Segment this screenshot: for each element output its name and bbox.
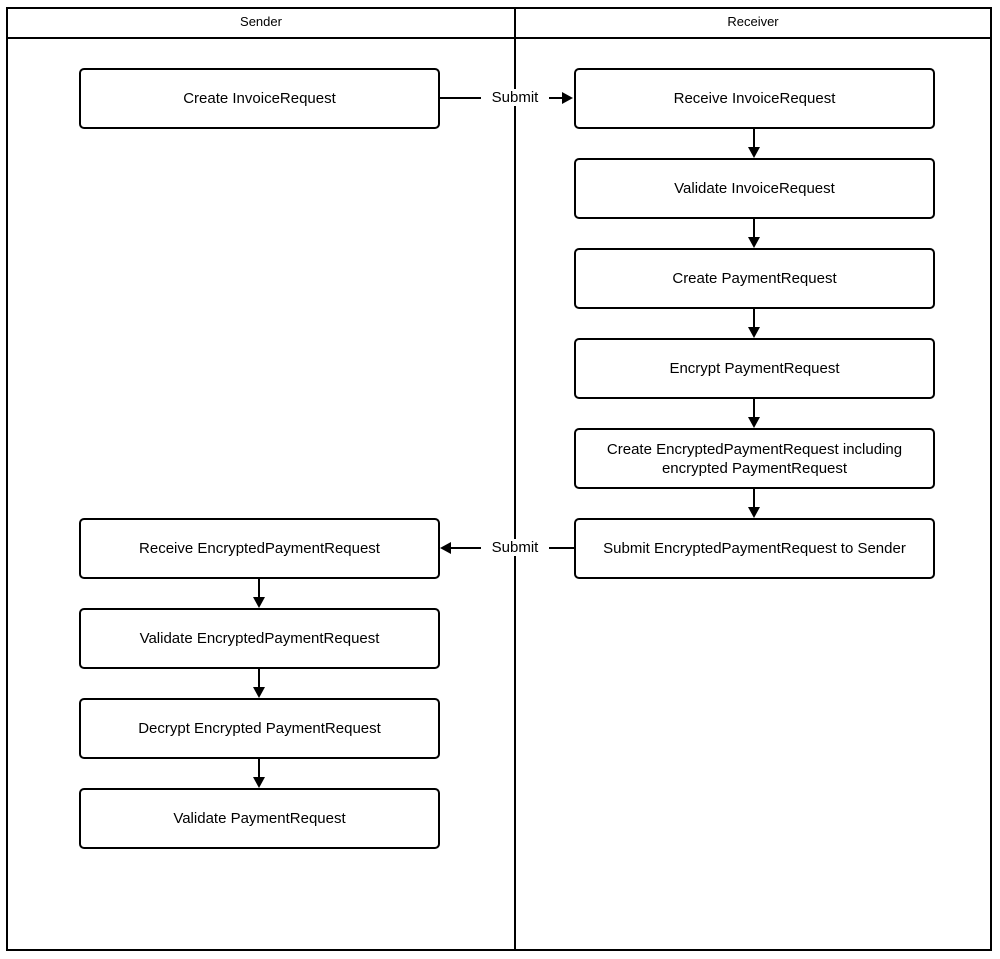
node-decrypt-encrypted-paymentrequest[interactable]: Decrypt Encrypted PaymentRequest <box>79 698 440 759</box>
node-receive-invoicerequest[interactable]: Receive InvoiceRequest <box>574 68 935 129</box>
edge-create-encrypted-to-submit-line <box>753 489 755 508</box>
edge-label-submit-bottom: Submit <box>481 539 549 556</box>
edge-validate-encrypted-to-decrypt-line <box>258 669 260 688</box>
node-validate-encryptedpaymentrequest[interactable]: Validate EncryptedPaymentRequest <box>79 608 440 669</box>
node-validate-invoicerequest[interactable]: Validate InvoiceRequest <box>574 158 935 219</box>
edge-create-to-encrypt-paymentrequest-line <box>753 309 755 328</box>
node-encrypt-paymentrequest[interactable]: Encrypt PaymentRequest <box>574 338 935 399</box>
node-receive-encryptedpaymentrequest[interactable]: Receive EncryptedPaymentRequest <box>79 518 440 579</box>
lane-title-receiver: Receiver <box>727 14 779 29</box>
edge-encrypt-to-create-encryptedpaymentrequest-arrowhead <box>748 417 760 428</box>
edge-create-to-encrypt-paymentrequest-arrowhead <box>748 327 760 338</box>
edge-submit-top-arrowhead <box>562 92 573 104</box>
edge-receive-to-validate-encryptedpaymentrequest-arrowhead <box>253 597 265 608</box>
swimlane-header-divider <box>6 37 992 39</box>
edge-validate-encrypted-to-decrypt-arrowhead <box>253 687 265 698</box>
edge-receive-to-validate-invoicerequest-line <box>753 129 755 148</box>
edge-decrypt-to-validate-paymentrequest-line <box>258 759 260 778</box>
edge-validate-invoicerequest-to-create-paymentrequest-line <box>753 219 755 238</box>
lane-title-sender: Sender <box>240 14 282 29</box>
node-create-paymentrequest[interactable]: Create PaymentRequest <box>574 248 935 309</box>
node-create-invoicerequest[interactable]: Create InvoiceRequest <box>79 68 440 129</box>
edge-receive-to-validate-invoicerequest-arrowhead <box>748 147 760 158</box>
swimlane-vertical-divider <box>514 7 516 951</box>
edge-validate-invoicerequest-to-create-paymentrequest-arrowhead <box>748 237 760 248</box>
edge-decrypt-to-validate-paymentrequest-arrowhead <box>253 777 265 788</box>
edge-label-submit-top: Submit <box>481 89 549 106</box>
edge-encrypt-to-create-encryptedpaymentrequest-line <box>753 399 755 418</box>
node-submit-encryptedpaymentrequest-to-sender[interactable]: Submit EncryptedPaymentRequest to Sender <box>574 518 935 579</box>
edge-submit-bottom-arrowhead <box>440 542 451 554</box>
edge-receive-to-validate-encryptedpaymentrequest-line <box>258 579 260 598</box>
node-validate-paymentrequest[interactable]: Validate PaymentRequest <box>79 788 440 849</box>
edge-create-encrypted-to-submit-arrowhead <box>748 507 760 518</box>
node-create-encryptedpaymentrequest[interactable]: Create EncryptedPaymentRequest including… <box>574 428 935 489</box>
